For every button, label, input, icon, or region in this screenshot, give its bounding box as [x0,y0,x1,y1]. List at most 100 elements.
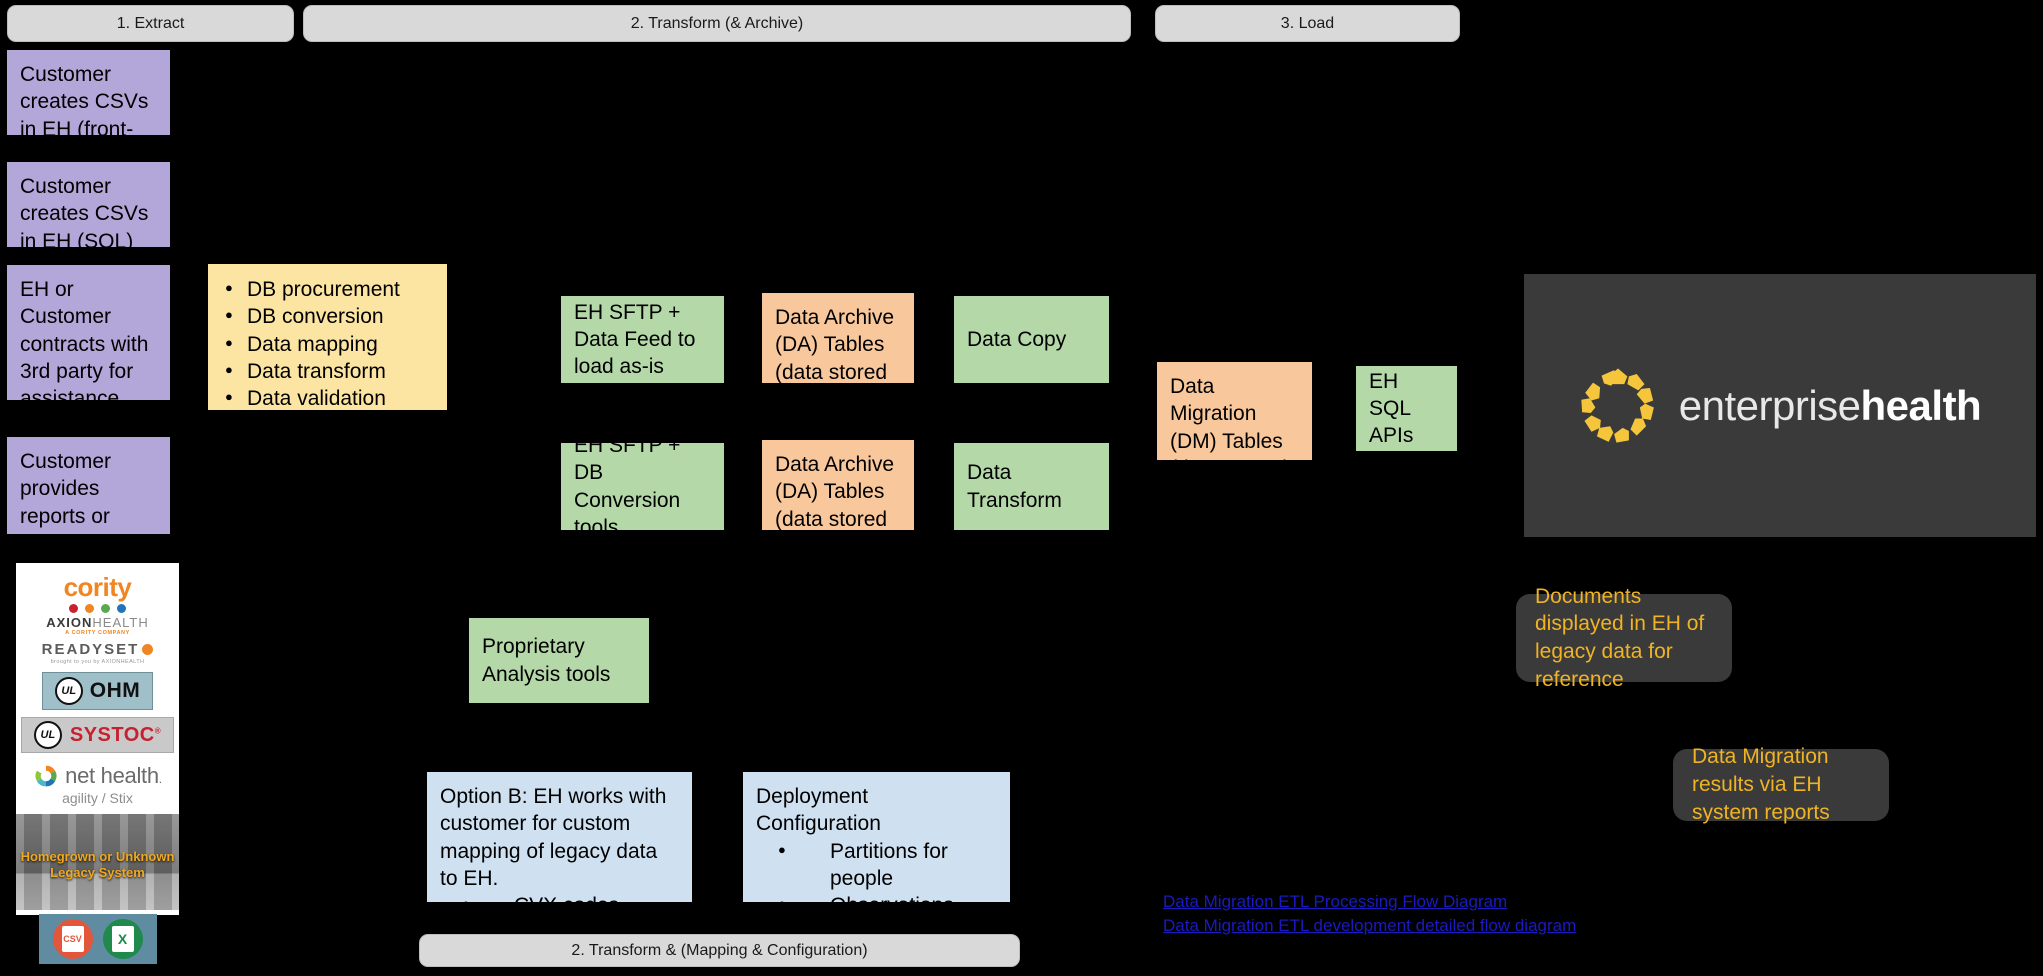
transform-box-sftp-db-conversion: EH SFTP + DB Conversion tools [561,434,724,539]
option-b-mapping-box: Option B: EH works with customer for cus… [427,772,692,944]
option-b-item: CVX codes [462,892,679,919]
axion-health-name: AXIONHEALTH [46,616,149,629]
extract-box-csv-sql: Customer creates CSVs in EH (SQL) API fo… [7,162,170,280]
third-party-task-item: DB conversion [225,303,434,330]
systoc-logo: UL SYSTOC® [20,717,175,753]
vendor-cell-axion-health: AXIONHEALTH A CORITY COMPANY [16,602,179,639]
vendor-cell-cority: cority [16,569,179,602]
vendor-cell-readyset: READYSET brought to you by AXIONHEALTH [16,639,179,669]
legacy-caption-line-2: Legacy System [50,865,145,881]
net-health-subtitle: agility / Stix [62,790,133,806]
deployment-configuration-title: Deployment Configuration [756,785,881,836]
third-party-tasks-list: DB procurement DB conversion Data mappin… [221,276,434,440]
legacy-system-caption: Homegrown or Unknown Legacy System [16,849,179,883]
proprietary-analysis-tools-box: Proprietary Analysis tools [469,618,649,703]
readyset-name: READYSET [42,642,154,657]
enterprise-health-logo-panel: enterprisehealth [1524,274,2036,537]
transform-box-data-archive-2: Data Archive (DA) Tables (data stored lo… [762,440,914,585]
third-party-task-item: Data transform [225,358,434,385]
vendor-cell-net-health: net health. agility / Stix [16,759,179,809]
vendor-cell-legacy-system: Homegrown or Unknown Legacy System [6,814,189,910]
transform-box-sftp-db-conversion-text: EH SFTP + DB Conversion tools [574,433,681,539]
transform-box-sftp-data-feed: EH SFTP + Data Feed to load as-is [561,296,724,383]
transform-box-data-transform-text: Data Transform [967,461,1062,512]
extract-box-third-party-contract: EH or Customer contracts with 3rd party … [7,265,170,437]
vendor-cell-ohm: UL OHM [16,672,179,710]
extract-box-csv-frontend: Customer creates CSVs in EH (front-end) … [7,50,170,195]
legacy-caption-line-1: Homegrown or Unknown [20,848,175,864]
third-party-task-item: DB procurement [225,276,434,303]
enterprise-health-sun-icon [1579,367,1657,445]
link-etl-processing-flow-diagram[interactable]: Data Migration ETL Processing Flow Diagr… [1163,892,1508,911]
file-format-badge: CSV X [38,914,157,964]
systoc-registered-mark: ® [154,725,162,735]
readyset-dot-icon [142,643,154,655]
net-health-logo: net health. agility / Stix [33,759,162,809]
enterprise-health-wordmark: enterprisehealth [1678,381,1982,430]
load-box-dm-tables-text: Data Migration (DM) Tables (data staged … [1170,375,1294,508]
net-health-ring-icon [33,763,59,789]
callout-migration-results: Data Migration results via EH system rep… [1673,745,1889,824]
axion-health-logo: AXIONHEALTH A CORITY COMPANY [46,602,149,639]
axion-health-word: HEALTH [92,615,149,630]
csv-file-label: CSV [61,926,84,952]
reference-links: Data Migration ETL Processing Flow Diagr… [1163,890,1633,938]
third-party-task-item: Data mapping [225,331,434,358]
phase-bar-transform-archive-label: 2. Transform (& Archive) [630,14,804,32]
third-party-task-item: Data validation assistance [225,385,434,440]
wordmark-enterprise: enterprise [1678,381,1861,429]
phase-bar-load: 3. Load [1155,5,1460,42]
axion-dots-icon [69,604,126,613]
extract-box-legacy-reports: Customer provides reports or backup of L… [7,437,170,609]
phase-bar-extract-label: 1. Extract [116,14,185,32]
transform-box-data-transform: Data Transform [954,443,1109,530]
vendor-cell-systoc: UL SYSTOC® [16,717,179,753]
csv-file-icon: CSV [52,919,93,959]
callout-documents-displayed-text: Documents displayed in EH of legacy data… [1535,584,1705,691]
transform-box-data-archive-1-text: Data Archive (DA) Tables (data stored lo… [775,306,899,439]
transform-box-data-copy: Data Copy [954,296,1109,383]
option-b-title: Option B: EH works with customer for cus… [440,785,667,890]
third-party-tasks-box: DB procurement DB conversion Data mappin… [208,264,447,437]
ul-certification-icon: UL [54,677,83,705]
readyset-word: READYSET [41,640,140,658]
phase-bar-extract: 1. Extract [7,5,294,42]
transform-box-sftp-data-feed-text: EH SFTP + Data Feed to load as-is [574,300,696,379]
cority-logo: cority [63,572,132,602]
net-health-name: net health. [65,765,162,787]
readyset-subtitle: brought to you by AXIONHEALTH [50,658,145,665]
transform-box-data-archive-2-text: Data Archive (DA) Tables (data stored lo… [775,453,899,586]
load-box-eh-sql-apis-text: EH SQL APIs [1369,369,1414,448]
excel-file-label: X [111,926,134,952]
extract-box-third-party-contract-text: EH or Customer contracts with 3rd party … [20,278,149,438]
phase-bar-load-label: 3. Load [1280,14,1335,32]
wordmark-health: health [1860,381,1982,429]
systoc-word: SYSTOC [69,723,155,746]
load-box-dm-tables: Data Migration (DM) Tables (data staged … [1157,362,1312,507]
axion-health-subtitle: A CORITY COMPANY [65,630,130,636]
systoc-name: SYSTOC® [70,724,161,747]
callout-migration-results-text: Data Migration results via EH system rep… [1692,745,1830,824]
legacy-vendor-logo-strip: cority AXIONHEALTH A CORITY COMPANY READ… [16,563,179,964]
ul-certification-icon: UL [33,721,62,749]
deployment-configuration-item: Observations [778,892,997,919]
legacy-system-photo: Homegrown or Unknown Legacy System [16,814,179,910]
readyset-logo: READYSET brought to you by AXIONHEALTH [42,639,154,669]
proprietary-analysis-tools-text: Proprietary Analysis tools [482,635,611,686]
ohm-name: OHM [89,679,141,702]
phase-bar-transform-mapping: 2. Transform & (Mapping & Configuration) [419,934,1020,967]
phase-bar-transform-mapping-label: 2. Transform & (Mapping & Configuration) [571,941,868,959]
excel-file-icon: X [102,919,143,959]
link-etl-development-detailed-flow-diagram[interactable]: Data Migration ETL development detailed … [1163,916,1577,936]
net-health-dot: . [158,772,162,786]
vendor-cell-file-formats: CSV X [16,910,179,964]
transform-box-data-copy-text: Data Copy [967,327,1067,351]
load-box-eh-sql-apis: EH SQL APIs [1356,366,1457,451]
axion-word: AXION [46,615,93,630]
ohm-logo: UL OHM [41,672,154,710]
phase-bar-transform-archive: 2. Transform (& Archive) [303,5,1131,42]
deployment-configuration-item: Partitions for people [778,838,997,893]
deployment-configuration-box: Deployment Configuration Partitions for … [743,772,1010,972]
callout-documents-displayed: Documents displayed in EH of legacy data… [1516,585,1732,691]
